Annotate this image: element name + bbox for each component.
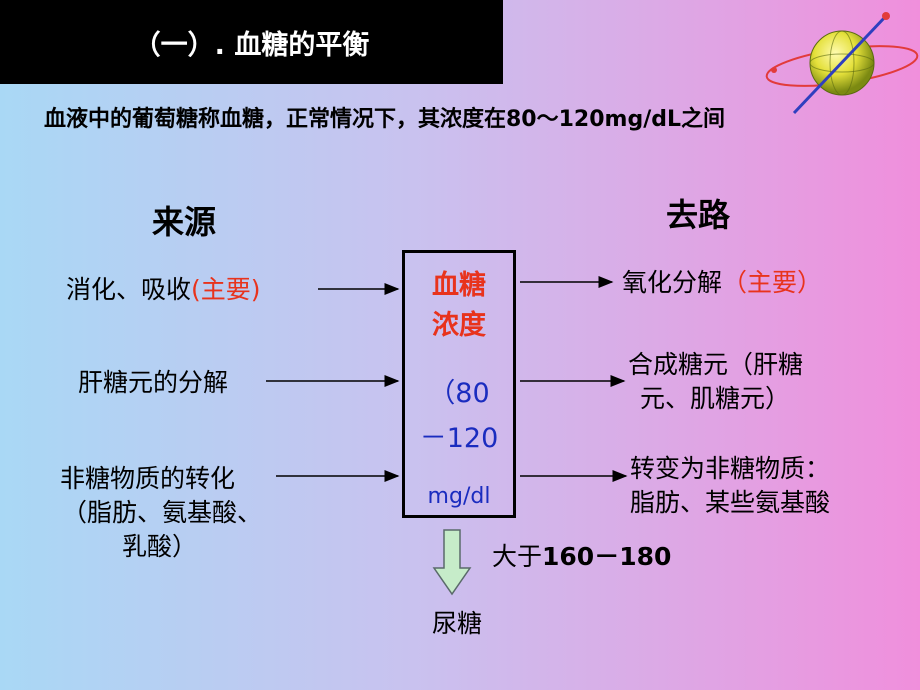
sink-item-glycogenesis-line2: 元、肌糖元） [640, 384, 791, 413]
source-item-glycogenolysis: 肝糖元的分解 [78, 368, 229, 397]
source-item-digestion-label: 消化、吸收 [66, 275, 192, 304]
source-item-digestion: 消化、吸收(主要) [66, 273, 261, 307]
source-item-digestion-note: (主要) [191, 275, 261, 304]
sink-item-conversion-line1: 转变为非糖物质： [630, 454, 831, 483]
sink-item-glycogenesis-line1: 合成糖元（肝糖 [628, 350, 804, 379]
box-title-line1: 血糖 [432, 270, 486, 301]
sinks-heading: 去路 [666, 196, 731, 234]
box-title-line2: 浓度 [432, 310, 486, 341]
overflow-condition-prefix: 大于 [492, 542, 543, 571]
source-item-gluconeogenesis-line2: （脂肪、氨基酸、 [62, 498, 263, 527]
blood-glucose-box: 血糖 浓度 （80 －120 mg/dl [402, 250, 516, 518]
sink-item-conversion-line2: 脂肪、某些氨基酸 [630, 488, 831, 517]
sink-item-conversion: 转变为非糖物质： 脂肪、某些氨基酸 [630, 452, 830, 520]
overflow-condition: 大于160－180 [492, 540, 671, 574]
box-unit: mg/dl [427, 484, 491, 509]
overflow-result: 尿糖 [432, 609, 483, 638]
sink-item-glycogenesis: 合成糖元（肝糖 元、肌糖元） [628, 348, 803, 416]
arrow-overflow-down [432, 529, 472, 596]
globe-orbit-icon [765, 12, 919, 115]
source-item-gluconeogenesis-line3: 乳酸） [122, 532, 198, 561]
sink-item-oxidation: 氧化分解（主要） [622, 266, 822, 300]
slide-title: （一）. 血糖的平衡 [133, 29, 370, 61]
box-range-line1: （80 [428, 378, 490, 409]
box-range-line2: －120 [419, 423, 499, 454]
intro-text: 血液中的葡萄糖称血糖，正常情况下，其浓度在80～120mg/dL之间 [44, 107, 726, 132]
overflow-condition-value: 160－180 [542, 542, 672, 571]
sink-item-oxidation-note: （主要） [722, 268, 823, 297]
source-item-gluconeogenesis: 非糖物质的转化 （脂肪、氨基酸、 乳酸） [60, 462, 262, 564]
source-item-gluconeogenesis-line1: 非糖物质的转化 [60, 464, 236, 493]
sink-item-oxidation-label: 氧化分解 [622, 268, 723, 297]
slide-title-bar: （一）. 血糖的平衡 [0, 0, 503, 84]
sources-heading: 来源 [152, 203, 217, 241]
